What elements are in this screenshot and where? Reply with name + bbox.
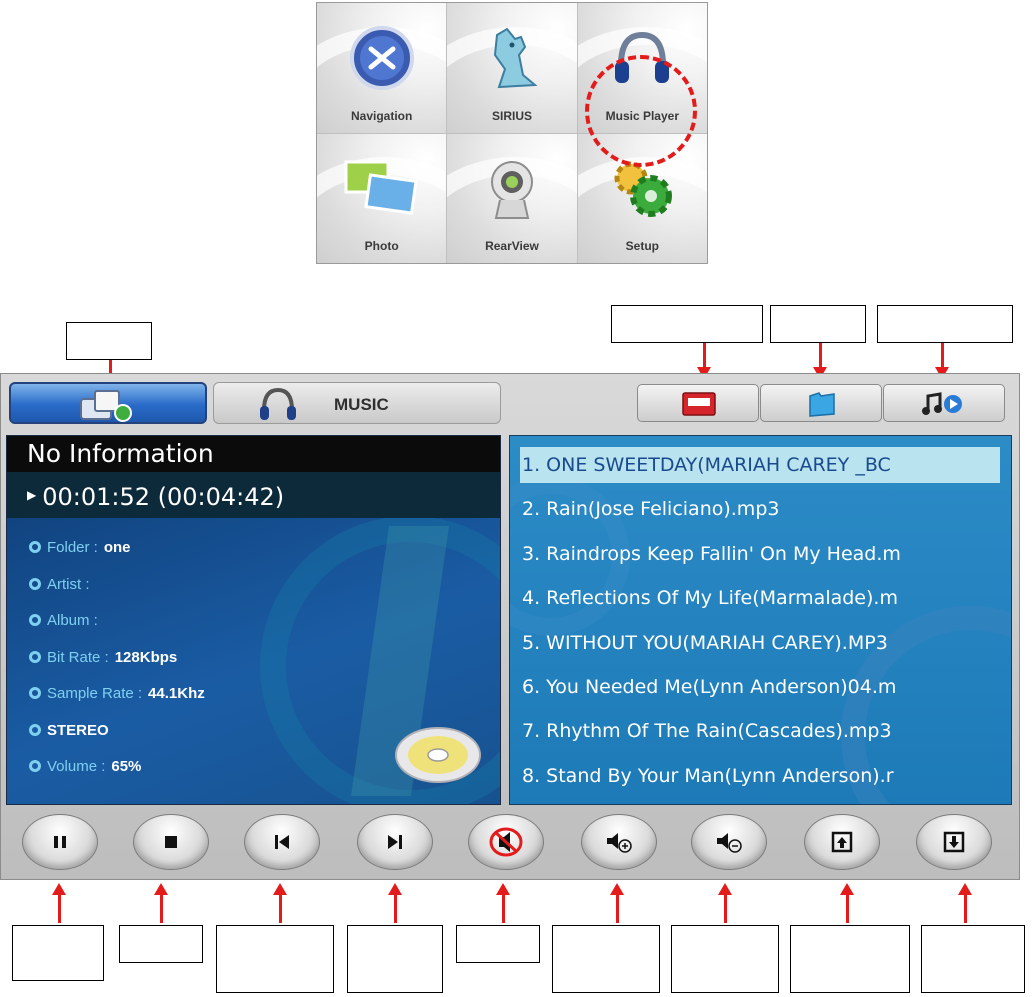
info-artist: Artist : bbox=[29, 576, 90, 593]
callout-box-sd-card bbox=[611, 305, 763, 343]
menu-tile-label: Photo bbox=[364, 239, 399, 253]
track-item[interactable]: 7. Rhythm Of The Rain(Cascades).mp3 bbox=[522, 720, 892, 742]
callout-arrow bbox=[273, 883, 287, 923]
info-album: Album : bbox=[29, 612, 98, 629]
next-icon bbox=[388, 835, 402, 849]
callout-arrow bbox=[154, 883, 168, 923]
headphones-icon bbox=[260, 387, 296, 420]
menu-tile-navigation[interactable]: Navigation bbox=[317, 3, 447, 133]
music-tab[interactable]: MUSIC bbox=[213, 382, 501, 424]
navigation-icon bbox=[349, 26, 414, 90]
pause-button[interactable] bbox=[22, 814, 98, 870]
callout-box-source bbox=[66, 322, 152, 360]
volume-down-button[interactable] bbox=[691, 814, 767, 870]
callout-box-page-down bbox=[921, 925, 1025, 993]
callout-arrow bbox=[610, 883, 624, 923]
bullet-icon bbox=[29, 614, 41, 626]
sd-card-button[interactable] bbox=[637, 384, 759, 422]
stop-button[interactable] bbox=[133, 814, 209, 870]
photo-icon bbox=[344, 160, 418, 215]
track-item[interactable]: 4. Reflections Of My Life(Marmalade).m bbox=[522, 587, 898, 609]
bullet-icon bbox=[29, 651, 41, 663]
menu-tile-rearview[interactable]: RearView bbox=[447, 133, 577, 263]
track-item-selected[interactable]: 1. ONE SWEETDAY(MARIAH CAREY _BC bbox=[520, 447, 1000, 483]
info-folder: Folder :one bbox=[29, 539, 131, 556]
callout-box-stop bbox=[119, 925, 203, 963]
track-title: No Information bbox=[7, 436, 500, 472]
volume-up-button[interactable] bbox=[581, 814, 657, 870]
gears-icon bbox=[614, 161, 673, 217]
stop-icon bbox=[165, 836, 177, 848]
info-bitrate: Bit Rate :128Kbps bbox=[29, 649, 177, 666]
bullet-icon bbox=[29, 724, 41, 736]
callout-box-playlist bbox=[877, 305, 1013, 343]
volume-up-icon bbox=[607, 833, 632, 853]
folder-icon bbox=[809, 392, 835, 417]
source-button[interactable] bbox=[9, 382, 207, 424]
menu-tile-sirius[interactable]: SIRIUS bbox=[447, 3, 577, 133]
previous-icon bbox=[275, 835, 289, 849]
menu-tile-label: SIRIUS bbox=[491, 108, 532, 123]
bullet-icon bbox=[29, 760, 41, 772]
bullet-icon bbox=[29, 541, 41, 553]
folder-button[interactable] bbox=[760, 384, 882, 422]
volume-down-icon bbox=[717, 833, 742, 853]
callout-box-folder bbox=[770, 305, 866, 343]
pause-icon bbox=[54, 836, 66, 848]
callout-box-pause bbox=[12, 925, 104, 981]
callout-arrow bbox=[958, 883, 972, 923]
callout-box-page-up bbox=[790, 925, 910, 993]
track-item[interactable]: 2. Rain(Jose Feliciano).mp3 bbox=[522, 498, 780, 520]
callout-arrow bbox=[718, 883, 732, 923]
callout-box-previous bbox=[216, 925, 334, 993]
track-info-panel: No Information ▶ 00:01:52 (00:04:42) Fold… bbox=[6, 435, 501, 805]
track-item[interactable]: 5. WITHOUT YOU(MARIAH CAREY).MP3 bbox=[522, 632, 888, 654]
playback-time-text: 00:01:52 (00:04:42) bbox=[42, 483, 285, 511]
music-note-play-icon bbox=[922, 392, 962, 415]
page-down-icon bbox=[943, 831, 965, 853]
bullet-icon bbox=[29, 687, 41, 699]
callout-box-mute bbox=[456, 925, 540, 963]
music-player-screen: MUSIC No Information ▶ 00:01:52 (00:04:42… bbox=[0, 373, 1020, 880]
webcam-icon bbox=[490, 160, 533, 219]
next-track-button[interactable] bbox=[357, 814, 433, 870]
callout-arrow bbox=[52, 883, 66, 923]
callout-arrow bbox=[496, 883, 510, 923]
callout-arrow bbox=[813, 343, 827, 379]
highlight-ring bbox=[585, 55, 697, 167]
previous-track-button[interactable] bbox=[244, 814, 320, 870]
source-device-icon bbox=[80, 390, 132, 422]
cd-disc-icon bbox=[395, 727, 481, 783]
play-indicator-icon: ▶ bbox=[27, 488, 37, 502]
callout-arrow bbox=[840, 883, 854, 923]
music-tab-label: MUSIC bbox=[334, 395, 389, 414]
callout-arrow bbox=[388, 883, 402, 923]
sirius-dog-icon bbox=[493, 27, 538, 89]
mute-button[interactable] bbox=[468, 814, 544, 870]
menu-tile-label: Setup bbox=[625, 239, 659, 253]
sd-card-icon bbox=[682, 392, 716, 416]
menu-tile-label: Navigation bbox=[350, 108, 413, 123]
bullet-icon bbox=[29, 578, 41, 590]
playlist-button[interactable] bbox=[883, 384, 1005, 422]
info-channel: STEREO bbox=[29, 722, 109, 739]
mute-icon bbox=[489, 827, 523, 857]
callout-box-volume-up bbox=[552, 925, 660, 993]
track-item[interactable]: 3. Raindrops Keep Fallin' On My Head.m bbox=[522, 543, 901, 565]
info-samplerate: Sample Rate :44.1Khz bbox=[29, 685, 205, 702]
callout-arrow bbox=[697, 343, 711, 379]
track-item[interactable]: 6. You Needed Me(Lynn Anderson)04.m bbox=[522, 676, 897, 698]
callout-box-next bbox=[347, 925, 443, 993]
menu-tile-photo[interactable]: Photo bbox=[317, 133, 447, 263]
callout-box-volume-down bbox=[671, 925, 779, 993]
playback-time: ▶ 00:01:52 (00:04:42) bbox=[7, 472, 500, 518]
track-list-panel: 1. ONE SWEETDAY(MARIAH CAREY _BC 2. Rain… bbox=[509, 435, 1012, 805]
menu-tile-label: RearView bbox=[485, 239, 539, 253]
track-item[interactable]: 8. Stand By Your Man(Lynn Anderson).r bbox=[522, 765, 894, 787]
page-up-icon bbox=[831, 831, 853, 853]
page-up-button[interactable] bbox=[804, 814, 880, 870]
page-down-button[interactable] bbox=[916, 814, 992, 870]
info-volume: Volume :65% bbox=[29, 758, 141, 775]
callout-arrow bbox=[935, 343, 949, 379]
